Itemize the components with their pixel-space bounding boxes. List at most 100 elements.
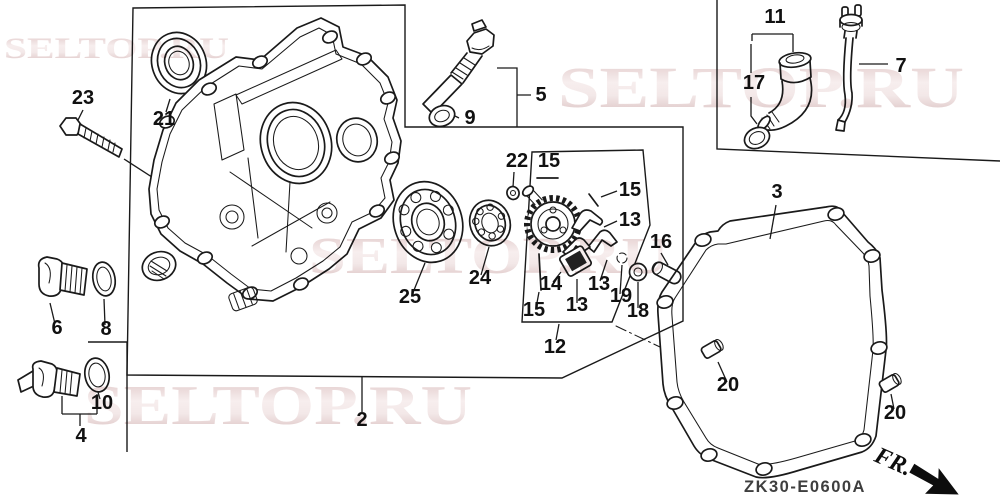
leader-20a xyxy=(717,361,728,383)
cover-bolt-holes xyxy=(153,30,401,300)
leader-17 xyxy=(750,44,758,125)
part-callout-18: 18 xyxy=(627,300,649,322)
drain-plug-group-box xyxy=(88,341,128,452)
leader-22 xyxy=(512,171,515,188)
governor-pin-15c xyxy=(538,253,542,291)
leader-15b xyxy=(600,190,618,198)
governor-gear-hole xyxy=(559,226,567,234)
watermarks: SELTOP.RU SELTOP.RU SELTOP.RU SELTOP.RU xyxy=(4,32,964,437)
tube-cap xyxy=(839,13,863,27)
leader-13b xyxy=(599,259,608,282)
oil-dipstick-5 xyxy=(422,19,495,128)
leader-19 xyxy=(619,264,623,295)
part-callout-16: 16 xyxy=(650,231,672,253)
watermark-bottom: SELTOP.RU xyxy=(84,375,472,437)
washer-18-hole xyxy=(633,267,643,277)
ball-bearing-25 xyxy=(392,180,464,264)
clutch-pin-16 xyxy=(651,261,682,285)
dipstick-cap xyxy=(466,28,495,55)
gasket-hole xyxy=(827,206,845,222)
cover-gasket-3 xyxy=(656,205,902,479)
plug4-slot xyxy=(38,367,44,387)
washer-8-inner xyxy=(96,266,112,292)
main-bearing-bore-inner xyxy=(266,108,326,178)
seal-bore xyxy=(168,50,190,76)
watermark-middle: SELTOP.RU xyxy=(309,228,669,285)
cover-bolt-hole xyxy=(321,30,339,44)
tube-tip xyxy=(835,119,846,132)
part-callout-4: 4 xyxy=(75,425,87,447)
bearing25-ball xyxy=(412,240,424,252)
part-callout-8: 8 xyxy=(100,318,111,340)
gasket-hole xyxy=(666,395,684,411)
cover-bolt-hole xyxy=(355,52,373,66)
part-drawings xyxy=(17,4,902,479)
part-callout-5: 5 xyxy=(535,84,546,106)
breather-group-box xyxy=(716,0,1000,162)
bearing25-ball xyxy=(443,228,455,240)
governor-shaft-cap xyxy=(521,185,535,197)
bearing25-ball xyxy=(398,204,410,216)
governor-weight-13b xyxy=(587,229,618,253)
part-callout-20a: 20 xyxy=(717,374,739,396)
gasket-hole xyxy=(755,461,773,477)
grommet-hole xyxy=(785,54,805,64)
front-arrow-icon xyxy=(909,463,959,495)
washer-18 xyxy=(628,262,648,282)
dipstick-cap-line xyxy=(471,45,490,51)
cover-bolt-hole xyxy=(200,82,218,96)
pin16-head xyxy=(652,261,664,275)
part-callout-11: 11 xyxy=(764,6,785,28)
part-callout-9: 9 xyxy=(464,107,475,129)
gasket-hole xyxy=(700,447,718,463)
tube-cap-side xyxy=(839,19,863,28)
part-callout-23: 23 xyxy=(72,87,94,109)
bearing25-ball xyxy=(430,242,442,254)
part-callout-10: 10 xyxy=(91,392,113,414)
plug6-threads xyxy=(64,264,83,295)
leader-24 xyxy=(480,246,490,276)
governor-weight-13a xyxy=(571,209,604,232)
bolt-shaft xyxy=(77,123,123,158)
main-bearing-bore-step xyxy=(272,115,320,171)
governor-slider-14 xyxy=(558,245,593,277)
tube-ring xyxy=(841,21,861,33)
cover-bolt-hole xyxy=(292,277,310,291)
dowel-body xyxy=(878,374,900,393)
cover-boss xyxy=(316,202,338,224)
leader-21 xyxy=(165,98,171,113)
bearing24-ball xyxy=(476,207,484,216)
part-callout-12: 12 xyxy=(544,336,566,358)
slider-face xyxy=(565,250,587,272)
dipstick-seal-9 xyxy=(428,104,456,128)
main-bearing-bore xyxy=(259,101,333,185)
bearing24-ball xyxy=(472,217,480,226)
bearing25-ball xyxy=(400,225,412,237)
plug4-threads xyxy=(59,369,73,396)
part-callout-14: 14 xyxy=(540,273,563,295)
cover-window xyxy=(213,93,245,161)
leader-13a xyxy=(603,220,618,228)
gasket-hole xyxy=(870,340,888,356)
bearing24-ball xyxy=(486,203,494,211)
cover-boss xyxy=(225,210,239,224)
tube-neck xyxy=(843,30,858,39)
cover-boss xyxy=(219,204,245,230)
bracket-4 xyxy=(61,394,98,426)
breather-tube-7 xyxy=(835,4,863,132)
part-callout-3: 3 xyxy=(771,181,782,203)
main-assembly-box xyxy=(126,4,684,379)
part-callout-7: 7 xyxy=(895,55,906,77)
leader-20b xyxy=(890,393,895,410)
part-callout-20b: 20 xyxy=(884,402,906,424)
dipstick-twist xyxy=(429,81,445,98)
governor-gear-hole xyxy=(549,206,557,214)
drain-boss-hatch xyxy=(149,260,168,280)
gasket-hole xyxy=(694,232,712,248)
governor-gear-face xyxy=(537,208,569,240)
dowel-body xyxy=(700,340,722,359)
washer-10-inner xyxy=(88,362,106,388)
part-callout-21: 21 xyxy=(153,108,175,130)
bearing25-bore xyxy=(416,208,440,236)
flange-bolt-23 xyxy=(59,117,123,158)
